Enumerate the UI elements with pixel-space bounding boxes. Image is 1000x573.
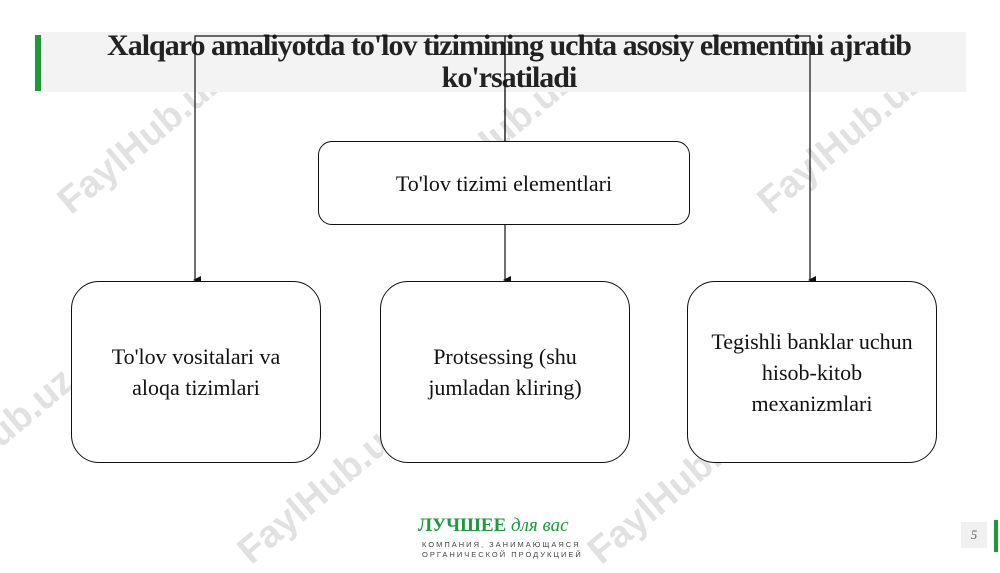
child-node-3: Tegishli banklar uchun hisob-kitob mexan… bbox=[687, 281, 937, 463]
child-node-label: Tegishli banklar uchun hisob-kitob mexan… bbox=[711, 328, 913, 416]
child-node-label: To'lov vositalari va aloqa tizimlari bbox=[111, 344, 281, 400]
slide-title: Xalqaro amaliyotda to'lov tizimining uch… bbox=[107, 29, 912, 94]
root-node: To'lov tizimi elementlari bbox=[318, 141, 690, 225]
footer-brand: ЛУЧШЕЕ для вас bbox=[418, 515, 569, 537]
brand-main: ЛУЧШЕЕ bbox=[418, 515, 507, 536]
brand-italic: для вас bbox=[511, 515, 569, 536]
connector-right bbox=[505, 35, 816, 284]
page-accent-bar bbox=[994, 520, 998, 552]
child-node-label: Protsessing (shu jumladan kliring) bbox=[428, 344, 582, 400]
footer-tagline: КОМПАНИЯ, ЗАНИМАЮЩАЯСЯ ОРГАНИЧЕСКОЙ ПРОД… bbox=[422, 540, 583, 559]
title-accent-bar bbox=[35, 35, 41, 91]
title-band bbox=[38, 32, 966, 92]
root-node-label: To'lov tizimi elementlari bbox=[395, 170, 613, 196]
child-node-1: To'lov vositalari va aloqa tizimlari bbox=[71, 281, 321, 463]
child-node-2: Protsessing (shu jumladan kliring) bbox=[380, 281, 630, 463]
page-number: 5 bbox=[961, 522, 987, 548]
